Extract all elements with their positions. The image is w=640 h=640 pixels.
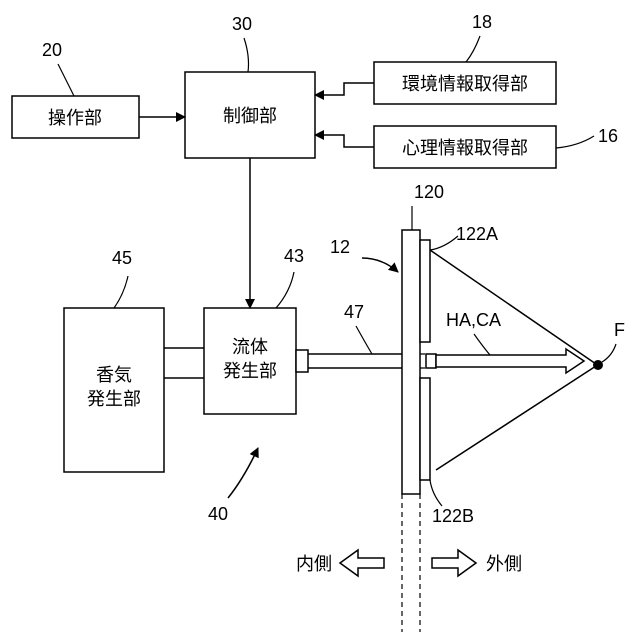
psychology-ref: 16 (598, 126, 618, 146)
flow-arrow (436, 349, 584, 373)
inside-direction-arrow (340, 550, 384, 576)
lower-element-122b (420, 378, 430, 480)
flow-leader (474, 334, 490, 355)
upper-element-leader (430, 236, 458, 250)
upper-element-122a (420, 240, 430, 342)
fragrance-ref: 45 (112, 248, 132, 268)
operation-leader (58, 64, 74, 96)
upper-element-ref: 122A (456, 224, 498, 244)
panel-plate (402, 230, 420, 494)
flow-label: HA,CA (446, 310, 501, 330)
environment-block: 環境情報取得部 18 (374, 12, 556, 104)
fluid-ref: 43 (284, 246, 304, 266)
duct-nozzle (296, 350, 308, 372)
panel-ref-arrow (362, 258, 398, 272)
focus-point (593, 360, 603, 370)
psychology-label: 心理情報取得部 (402, 138, 528, 159)
fluid-label-line-2: 発生部 (223, 361, 277, 382)
fluid-leader (276, 272, 294, 308)
fluid-label-line-1: 流体 (232, 337, 268, 358)
fluid-block: 流体 発生部 43 (204, 246, 304, 414)
psychology-block: 心理情報取得部 16 (374, 126, 618, 168)
duct-outlet (426, 354, 436, 368)
operation-block: 操作部 20 (12, 40, 139, 138)
system-ref: 40 (208, 504, 228, 524)
system-ref-arrow (228, 448, 258, 498)
lower-convergence-line (436, 366, 596, 470)
duct-ref: 47 (344, 302, 364, 322)
environment-ref: 18 (472, 12, 492, 32)
control-ref: 30 (232, 14, 252, 34)
environment-label: 環境情報取得部 (402, 74, 528, 95)
focus-leader (602, 344, 616, 362)
fragrance-label-line-1: 香気 (96, 365, 132, 386)
outside-direction-arrow (432, 550, 476, 576)
environment-to-control-arrow (315, 83, 374, 95)
operation-ref: 20 (42, 40, 62, 60)
operation-label: 操作部 (48, 108, 102, 129)
duct-leader (356, 326, 372, 354)
fragrance-leader (114, 276, 128, 308)
fragrance-block: 香気 発生部 45 (64, 248, 164, 472)
outside-label: 外側 (486, 554, 522, 575)
plate-ref: 120 (414, 182, 444, 202)
inside-label: 内側 (296, 554, 332, 575)
panel-ref: 12 (330, 237, 350, 257)
lower-element-ref: 122B (432, 506, 474, 526)
lower-element-leader (430, 480, 442, 506)
control-block: 制御部 30 (185, 14, 315, 158)
control-leader (244, 38, 249, 72)
control-label: 制御部 (223, 106, 277, 127)
psychology-leader (556, 136, 594, 148)
upper-convergence-line (430, 250, 596, 364)
environment-leader (466, 36, 480, 62)
fragrance-label-line-2: 発生部 (87, 389, 141, 410)
focus-label: F (614, 320, 625, 340)
psychology-to-control-arrow (315, 135, 374, 147)
